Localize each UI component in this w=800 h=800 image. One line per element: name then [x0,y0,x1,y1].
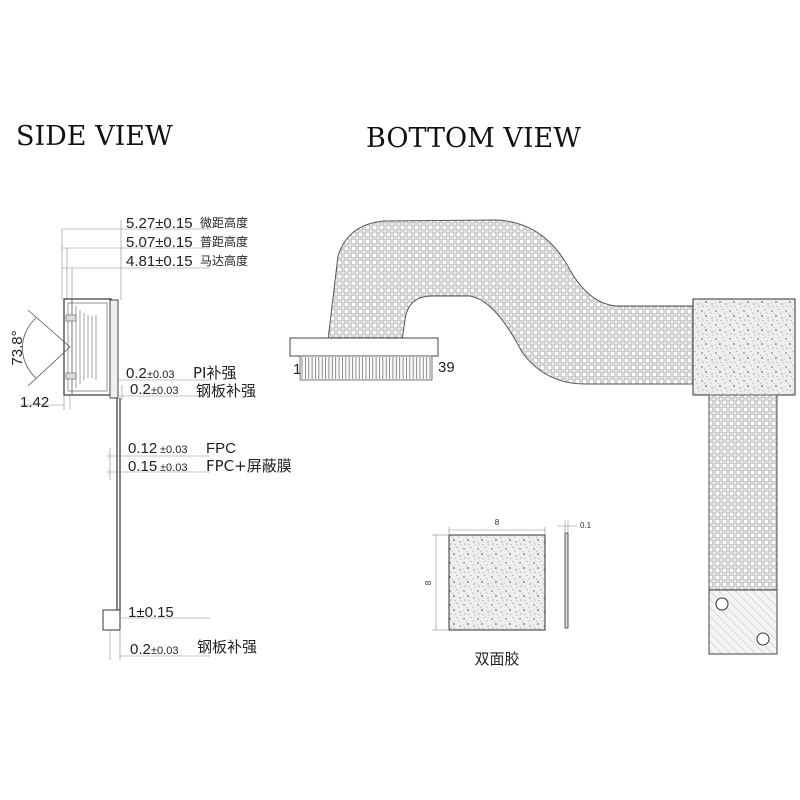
dim-fpc-value: 0.12 [128,440,157,457]
dim-macro-height-label: 微距高度 [200,215,248,230]
adhesive-label: 双面胶 [474,650,519,668]
dim-fpc-label: FPC [206,440,236,457]
pin-last-label: 39 [438,359,455,376]
dim-macro-height: 5.27±0.15 [126,215,193,232]
fov-angle-label: 73.8° [9,330,26,365]
dim-fpc-shield-tolerance: ±0.03 [160,462,187,474]
dim-motor-height: 4.81±0.15 [126,253,193,270]
adhesive-width: 8 [495,518,500,527]
dim-steel2-value: 0.2 [130,641,151,658]
dim-fpc-tolerance: ±0.03 [160,444,187,456]
dim-normal-height-label: 普距高度 [200,234,248,249]
side-view-title: SIDE VIEW [16,121,173,152]
adhesive-height: 8 [424,580,433,585]
dim-fpc-shield-value: 0.15 [128,458,157,475]
pin-first-label: 1 [293,361,301,378]
dim-left-offset: 1.42 [20,394,49,411]
dim-steel2-tolerance: ±0.03 [151,645,178,657]
dim-pi-label: PI补强 [193,364,236,382]
dim-normal-height: 5.07±0.15 [126,234,193,251]
dim-motor-height-label: 马达高度 [200,253,248,268]
dim-steel-value: 0.2 [130,381,151,398]
dim-steel2-label: 钢板补强 [197,638,257,656]
side-view-drawing [20,220,210,660]
adhesive-thickness: 0.1 [580,521,592,530]
bottom-view-title: BOTTOM VIEW [366,123,581,154]
dim-steel-label: 钢板补强 [196,382,256,400]
dim-bottom-stiffener-height: 1±0.15 [128,604,174,621]
dim-pi-tolerance: ±0.03 [147,369,174,381]
adhesive-detail [432,520,577,631]
connector-pins [301,357,431,379]
bottom-view-drawing [289,219,796,655]
dim-fpc-shield-label: FPC+屏蔽膜 [206,457,292,475]
dim-pi-value: 0.2 [126,365,147,382]
dim-steel-tolerance: ±0.03 [151,385,178,397]
